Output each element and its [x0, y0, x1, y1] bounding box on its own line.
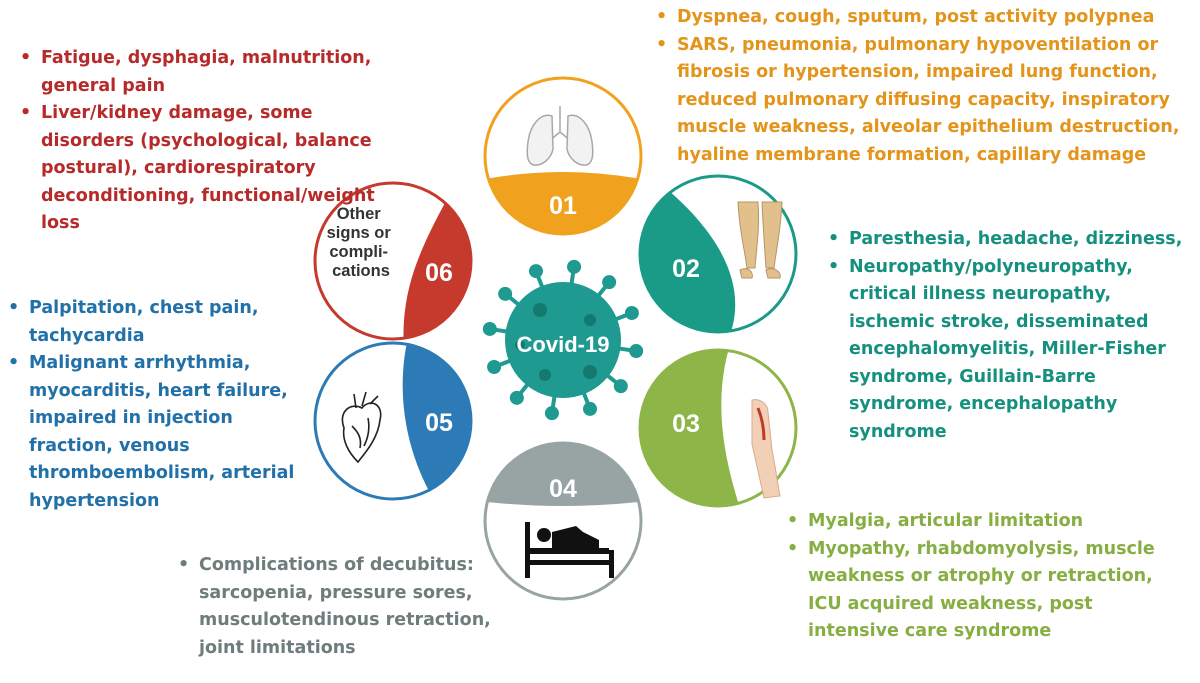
virus-spot: [584, 314, 596, 326]
bullet-item: Paresthesia, headache, dizziness,: [822, 226, 1197, 254]
bullet-item: SARS, pneumonia, pulmonary hypoventilati…: [650, 32, 1198, 170]
bullet-item: Dyspnea, cough, sputum, post activity po…: [650, 4, 1198, 32]
virus-spike-tip: [602, 275, 616, 289]
bullet-item: Fatigue, dysphagia, malnutrition, genera…: [14, 45, 406, 100]
text-block-02-neurological: Paresthesia, headache, dizziness, Neurop…: [822, 226, 1197, 446]
circle-06-label-line: cations: [332, 262, 390, 280]
bullet-item: Myopathy, rhabdomyolysis, muscle weaknes…: [781, 536, 1161, 646]
virus-spike-tip: [567, 260, 581, 274]
virus-spike-tip: [629, 344, 643, 358]
virus-spot: [533, 303, 547, 317]
virus-spike-tip: [545, 406, 559, 420]
virus-spike-tip: [583, 402, 597, 416]
text-block-03-musculoskeletal: Myalgia, articular limitation Myopathy, …: [781, 508, 1161, 646]
text-block-05-cardiovascular: Palpitation, chest pain, tachycardia Mal…: [2, 295, 314, 515]
circle-01-number: 01: [549, 192, 577, 220]
virus-spike-tip: [483, 322, 497, 336]
bullet-item: Myalgia, articular limitation: [781, 508, 1161, 536]
text-block-06-other: Fatigue, dysphagia, malnutrition, genera…: [14, 45, 406, 238]
text-block-01-respiratory: Dyspnea, cough, sputum, post activity po…: [650, 4, 1198, 169]
virus-spike-tip: [487, 360, 501, 374]
circle-06-number: 06: [425, 259, 453, 287]
circle-02-neurological: 02: [620, 176, 796, 340]
bullet-item: Complications of decubitus: sarcopenia, …: [172, 552, 532, 662]
virus-spot: [539, 369, 551, 381]
circle-06-label-line: compli-: [329, 243, 388, 261]
circle-02-number: 02: [672, 255, 700, 283]
bullet-item: Palpitation, chest pain, tachycardia: [2, 295, 314, 350]
circle-01-respiratory: 01: [470, 78, 656, 240]
virus-spike-tip: [510, 391, 524, 405]
covid-virus-icon: Covid-19: [483, 260, 643, 420]
circle-05-cardiovascular: 05: [315, 330, 480, 510]
virus-spike-tip: [529, 264, 543, 278]
text-block-04-decubitus: Complications of decubitus: sarcopenia, …: [172, 552, 532, 662]
virus-spike-tip: [614, 379, 628, 393]
bullet-item: Liver/kidney damage, some disorders (psy…: [14, 100, 406, 238]
circle-03-number: 03: [672, 410, 700, 438]
bullet-item: Malignant arrhythmia, myocarditis, heart…: [2, 350, 314, 515]
bullet-item: Neuropathy/polyneuropathy, critical illn…: [822, 254, 1197, 447]
circle-05-number: 05: [425, 409, 453, 437]
circle-04-number: 04: [549, 475, 577, 503]
virus-spot: [583, 365, 597, 379]
virus-spike-tip: [625, 306, 639, 320]
virus-spike-tip: [498, 287, 512, 301]
circle-03-musculoskeletal: 03: [640, 330, 796, 520]
center-label: Covid-19: [517, 332, 610, 357]
